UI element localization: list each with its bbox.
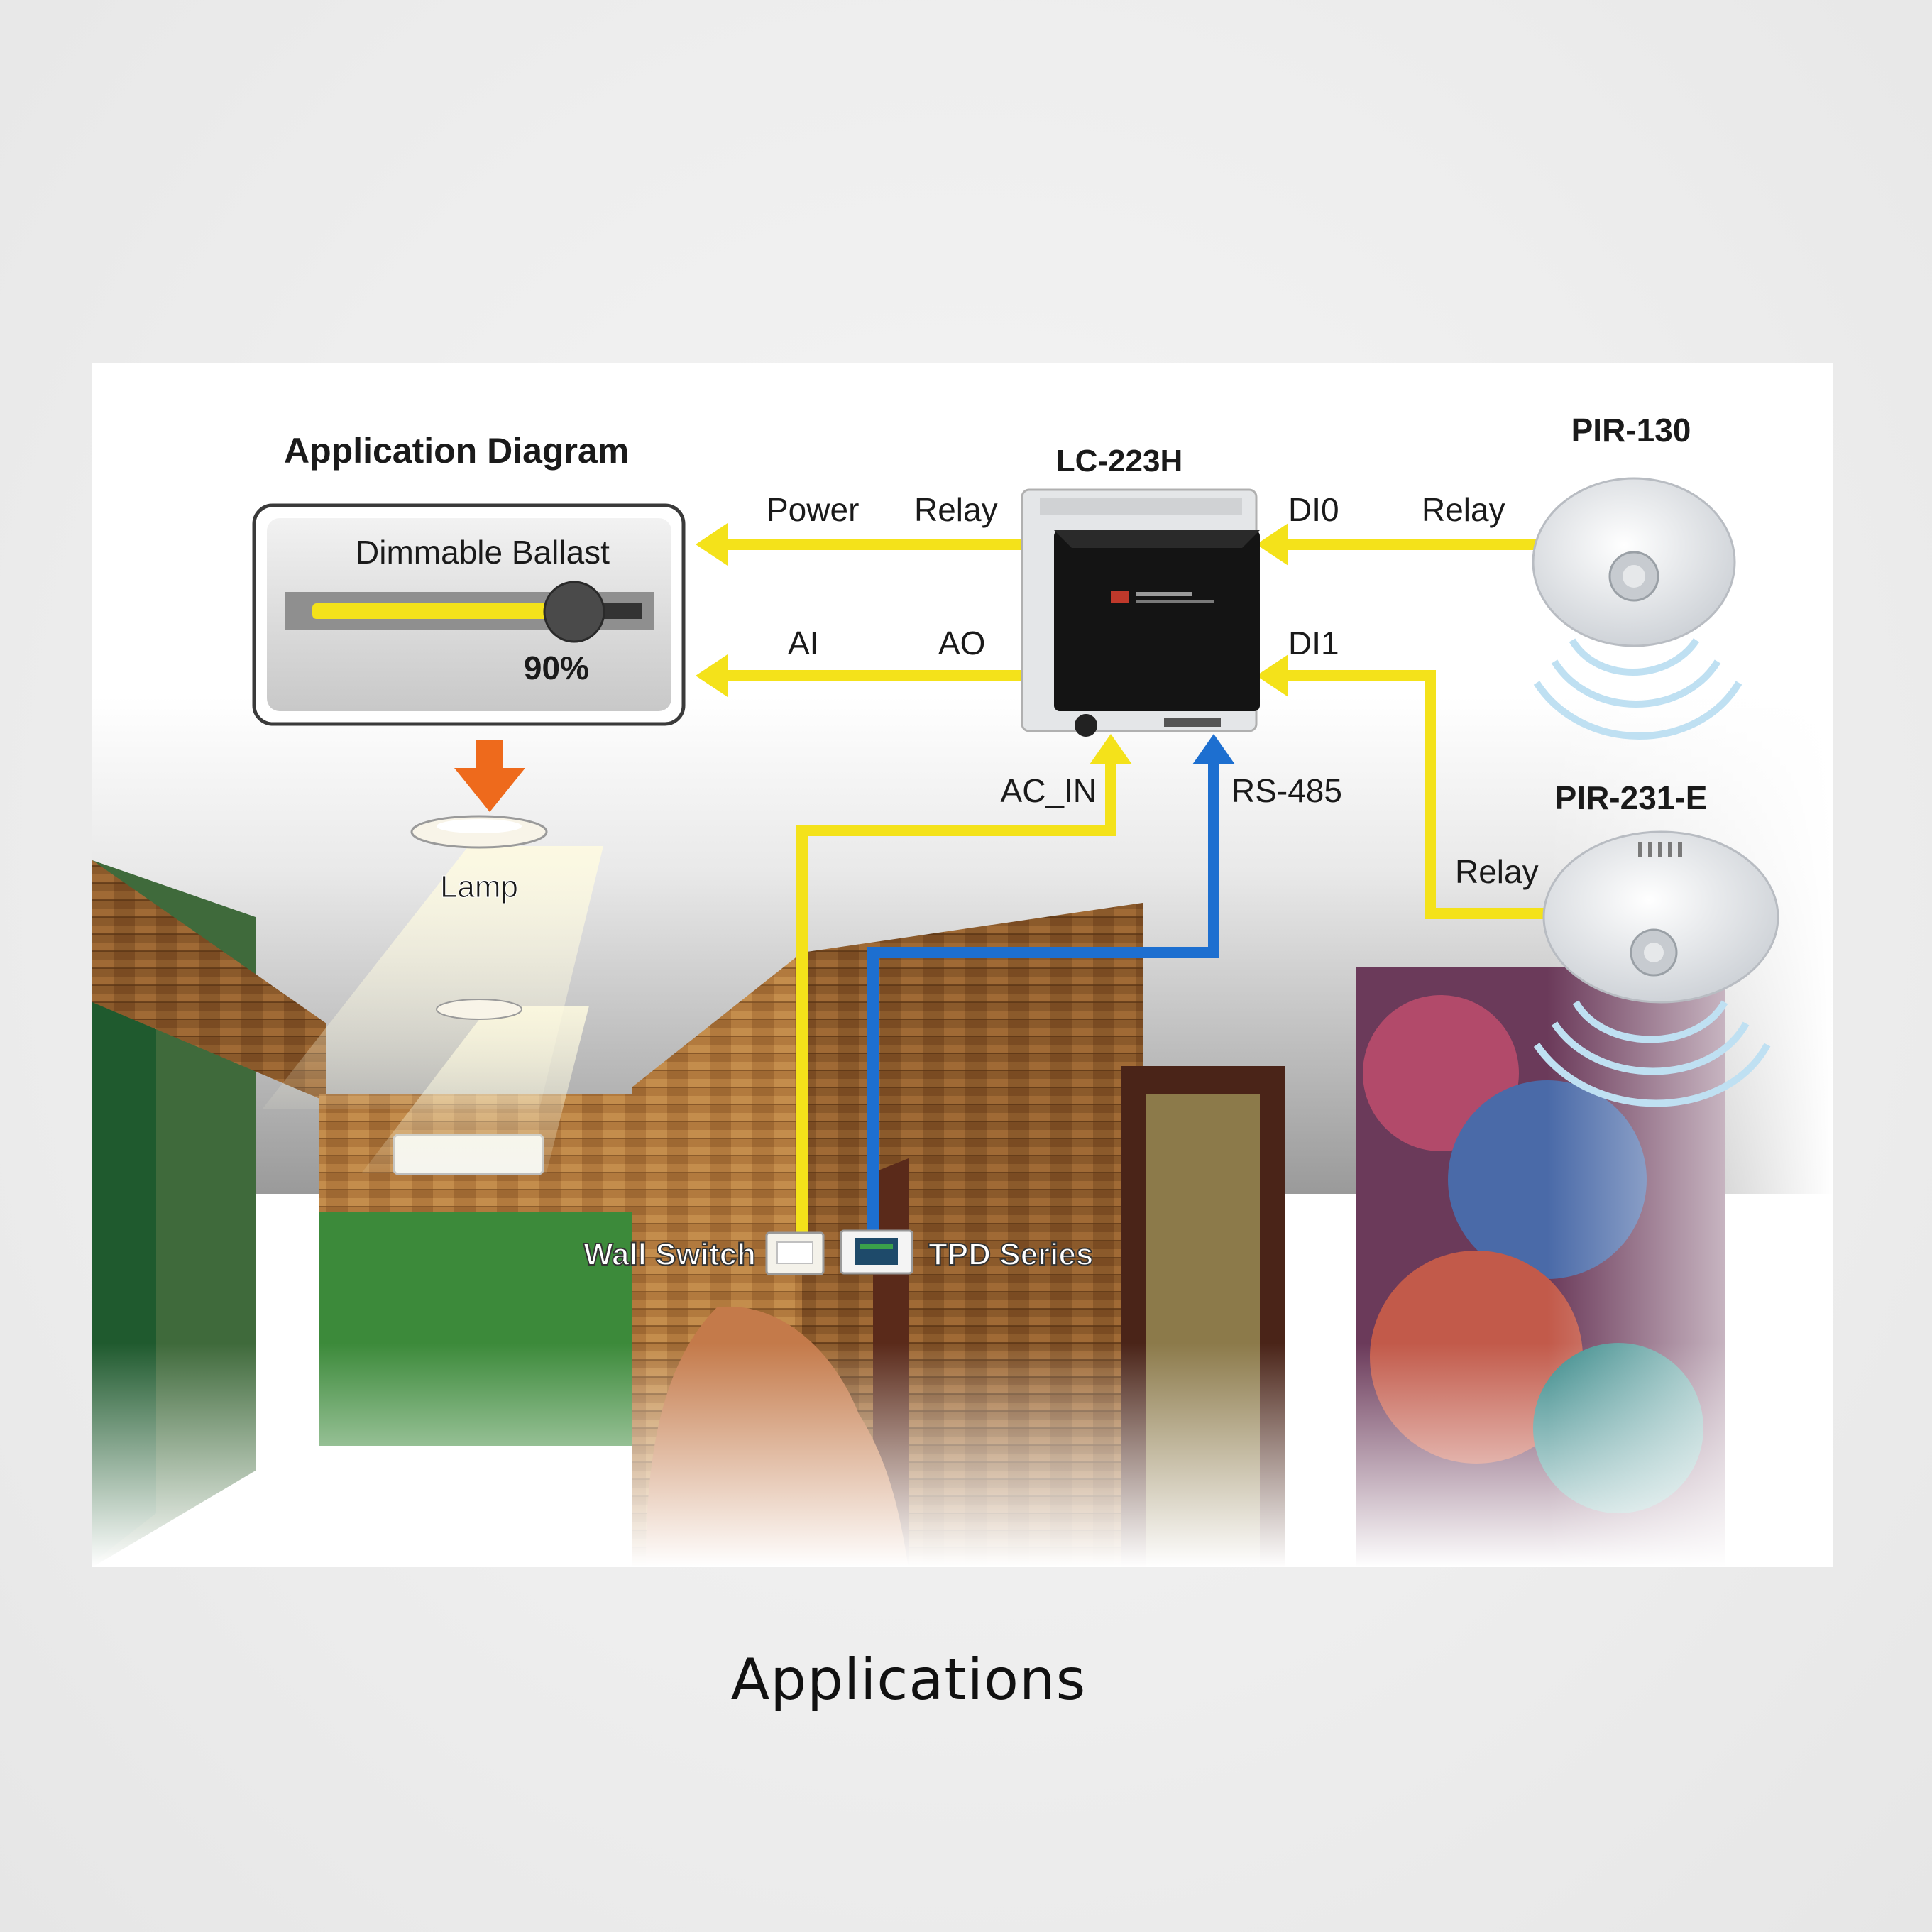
- tpd-label: TPD Series: [928, 1237, 1093, 1272]
- rs485-line: [867, 734, 1235, 1236]
- pir-sensor-icon: [1532, 477, 1736, 647]
- signal-arrowheads: [696, 523, 1288, 764]
- controller-module-icon[interactable]: [1021, 488, 1260, 737]
- pir-sensor-icon: [1542, 830, 1779, 1004]
- ballast-panel: Dimmable Ballast 90%: [252, 503, 686, 726]
- ballast-level-fill: [312, 603, 574, 619]
- signal-lines: [720, 539, 1576, 1236]
- ballast-label: Dimmable Ballast: [356, 534, 610, 571]
- ceiling-lamp-icon: [410, 815, 548, 849]
- label-rs485: RS-485: [1231, 772, 1342, 809]
- pir130-name: PIR-130: [1571, 412, 1691, 449]
- touch-panel-icon[interactable]: [840, 1229, 913, 1275]
- caption: Applications: [730, 1647, 1087, 1713]
- application-diagram: Application Diagram Dimmable Ballast 90%…: [92, 363, 1833, 1567]
- label-ao: AO: [938, 625, 985, 662]
- arrow-down-icon: [454, 740, 525, 812]
- diagram-title: Application Diagram: [284, 431, 629, 471]
- label-ac-in: AC_IN: [1001, 772, 1097, 809]
- wall-switch-icon[interactable]: [765, 1231, 825, 1275]
- label-ai: AI: [788, 625, 818, 662]
- ballast-level-text: 90%: [524, 649, 589, 686]
- label-pir130-relay: Relay: [1422, 491, 1505, 528]
- room-scene: [92, 697, 1833, 1567]
- lamp-label: Lamp: [440, 869, 518, 904]
- label-di0: DI0: [1288, 491, 1339, 528]
- ballast-knob[interactable]: [543, 581, 605, 643]
- wall-switch-label: Wall Switch: [583, 1237, 756, 1272]
- pir130-waves: [1533, 638, 1742, 740]
- pir231e-name: PIR-231-E: [1555, 779, 1708, 816]
- label-power: Power: [767, 491, 859, 528]
- label-relay-out: Relay: [914, 491, 998, 528]
- controller-name: LC-223H: [1056, 444, 1183, 478]
- ceiling-lamp-icon: [436, 999, 522, 1020]
- label-pir231-relay: Relay: [1455, 853, 1539, 890]
- pir231e-waves: [1533, 1000, 1771, 1107]
- label-di1: DI1: [1288, 625, 1339, 662]
